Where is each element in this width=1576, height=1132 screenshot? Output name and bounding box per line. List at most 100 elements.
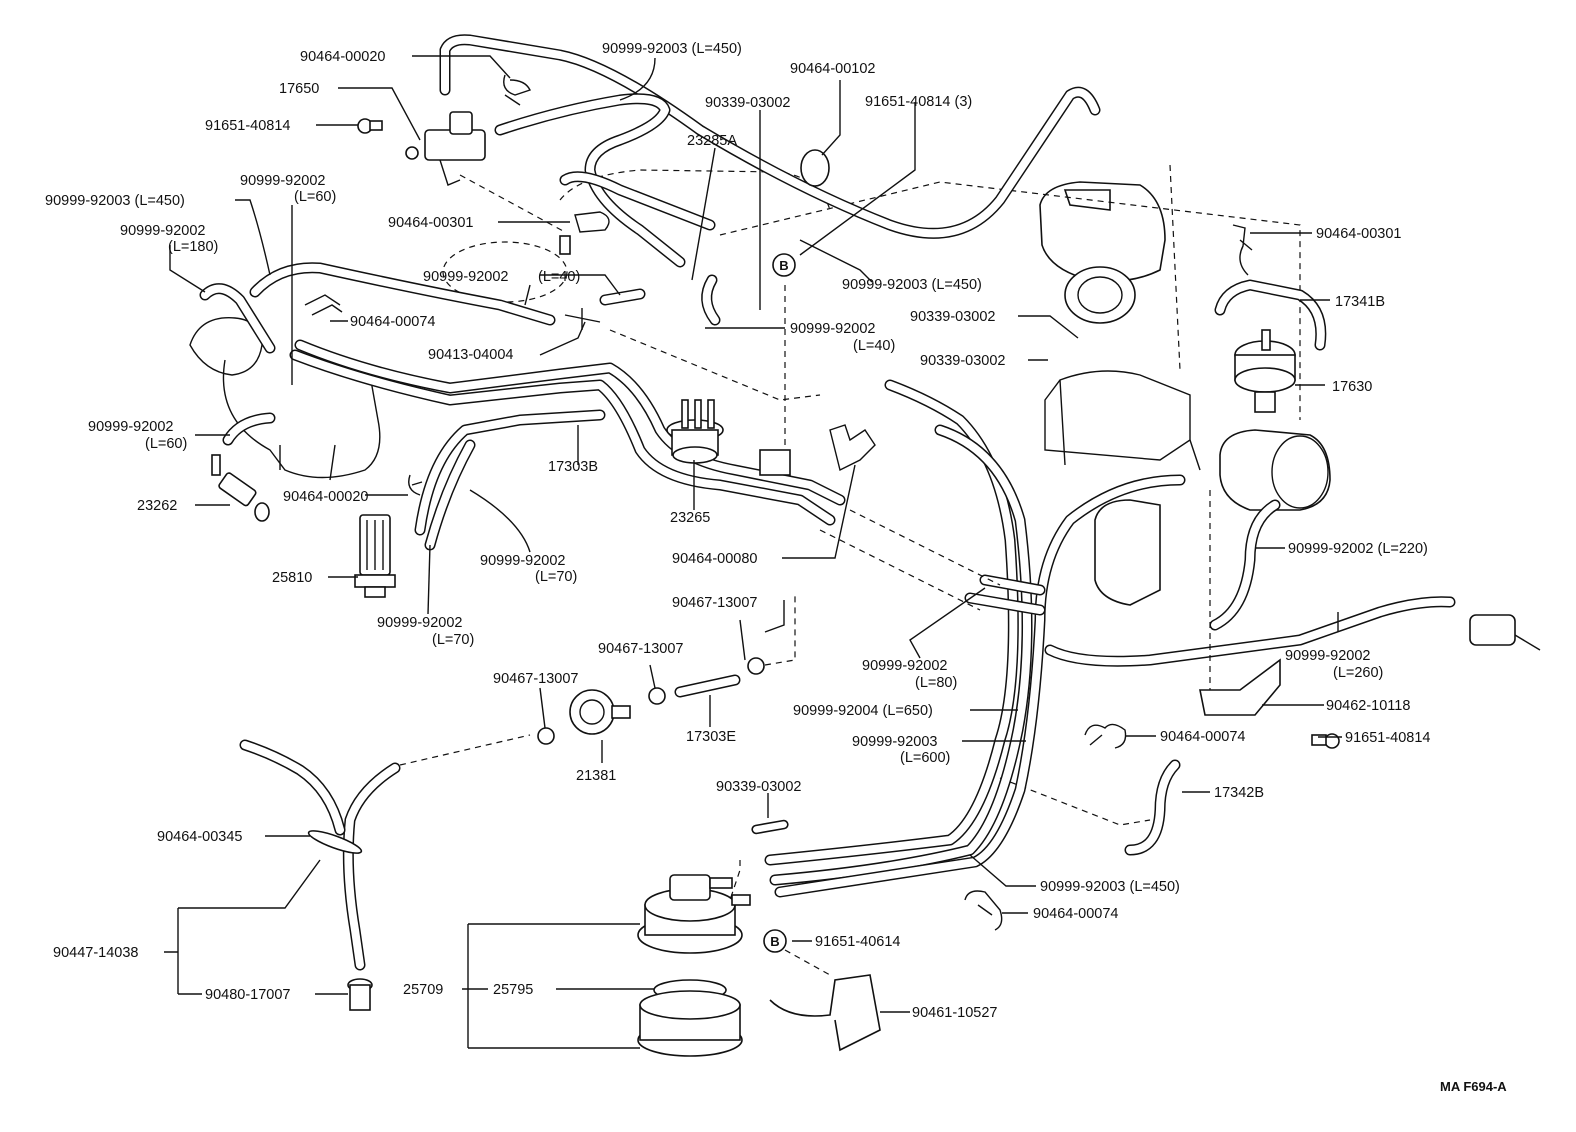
label-90461-10527: 90461-10527	[912, 1005, 997, 1021]
clamp-90467-13007-a-part	[537, 727, 555, 745]
label-91651-40814-3: 91651-40814 (3)	[865, 94, 972, 110]
label-23262: 23262	[137, 498, 177, 514]
label-25709: 25709	[403, 982, 443, 998]
clamp-90467-13007-b-part	[648, 687, 666, 705]
plug-90339-03002-part	[751, 819, 789, 835]
label-90464-00020-top: 90464-00020	[300, 49, 385, 65]
label-25810: 25810	[272, 570, 312, 586]
engine-outline	[189, 164, 1331, 826]
filter-base-part	[637, 990, 743, 1057]
label-90339-03002-mid: 90339-03002	[910, 309, 995, 325]
label-90999-92002-70-a: 90999-92002	[480, 553, 565, 569]
clip-90464-00080-part	[829, 424, 876, 472]
valve-25709-part	[637, 874, 751, 954]
filter-21381-part	[569, 689, 631, 735]
label-23285A: 23285A	[687, 133, 737, 149]
label-23265: 23265	[670, 510, 710, 526]
dashed-connectors	[399, 174, 1211, 976]
label-90999-92002-60-top: 90999-92002	[240, 173, 325, 189]
label-90999-92002-260-length: (L=260)	[1333, 665, 1383, 681]
bolt-91651-40814-right-part	[1311, 733, 1340, 749]
label-90999-92002-60-top-length: (L=60)	[294, 189, 336, 205]
label-90999-92002-180: 90999-92002	[120, 223, 205, 239]
label-90464-00074-left: 90464-00074	[350, 314, 435, 330]
label-90464-00301-left: 90464-00301	[388, 215, 473, 231]
label-90999-92003-450-bottom: 90999-92003 (L=450)	[1040, 879, 1180, 895]
label-17650: 17650	[279, 81, 319, 97]
label-90999-92003-600-length: (L=600)	[900, 750, 950, 766]
vsv-17650-part	[405, 111, 486, 186]
label-90339-03002-top: 90339-03002	[705, 95, 790, 111]
label-90999-92003-450-mid: 90999-92003 (L=450)	[842, 277, 982, 293]
label-90999-92002-40-center-length: (L=40)	[853, 338, 895, 354]
reference-b-bottom: B	[763, 929, 787, 953]
bracket-90462-10118-part	[1199, 658, 1281, 716]
reference-b-top-label: B	[779, 258, 788, 273]
label-17630: 17630	[1332, 379, 1372, 395]
label-91651-40614: 91651-40614	[815, 934, 900, 950]
clamp-90464-00345-part	[307, 830, 363, 854]
label-90999-92002-80-length: (L=80)	[915, 675, 957, 691]
label-90999-92002-40-left: 90999-92002	[423, 269, 508, 285]
vsv-23262-part	[211, 454, 270, 522]
label-90999-92002-40-left-length: (L=40)	[538, 269, 580, 285]
sensor-right-part	[1469, 614, 1541, 651]
label-17303E: 17303E	[686, 729, 736, 745]
clamp-90464-00102-part	[800, 149, 830, 187]
switch-23265-part	[666, 399, 724, 464]
label-90464-00102: 90464-00102	[790, 61, 875, 77]
clip-90464-00301-part	[574, 211, 610, 233]
label-90464-00074-bottom: 90464-00074	[1033, 906, 1118, 922]
label-90339-03002-bottom: 90339-03002	[716, 779, 801, 795]
label-90467-13007-right: 90467-13007	[672, 595, 757, 611]
reference-b-bottom-label: B	[770, 934, 779, 949]
label-90999-92002-60-left: 90999-92002	[88, 419, 173, 435]
label-90999-92004-650: 90999-92004 (L=650)	[793, 703, 933, 719]
label-90999-92002-40-center: 90999-92002	[790, 321, 875, 337]
label-90464-00020-mid: 90464-00020	[283, 489, 368, 505]
label-90999-92002-70-a-length: (L=70)	[535, 569, 577, 585]
label-90462-10118: 90462-10118	[1326, 698, 1410, 714]
clip-90464-00020-part	[503, 74, 531, 106]
label-90467-13007-mid: 90467-13007	[598, 641, 683, 657]
bracket-90461-10527-part	[769, 974, 881, 1052]
label-90464-00074-right: 90464-00074	[1160, 729, 1245, 745]
label-90464-00080: 90464-00080	[672, 551, 757, 567]
tee-90413-04004-part	[564, 308, 601, 330]
part-labels: 90464-00020 17650 91651-40814 90999-9200…	[45, 41, 1507, 1094]
bolt-91651-40814-part	[357, 118, 383, 134]
label-25795: 25795	[493, 982, 533, 998]
label-90339-03002-right: 90339-03002	[920, 353, 1005, 369]
clamp-90467-13007-c-part	[747, 657, 765, 675]
label-90999-92002-70-b: 90999-92002	[377, 615, 462, 631]
label-90999-92003-450-top: 90999-92003 (L=450)	[602, 41, 742, 57]
label-90999-92002-220: 90999-92002 (L=220)	[1288, 541, 1428, 557]
label-21381: 21381	[576, 768, 616, 784]
clip-90464-00301-right-part	[1232, 224, 1253, 276]
label-90464-00301-right: 90464-00301	[1316, 226, 1401, 242]
label-91651-40814-right: 91651-40814	[1345, 730, 1430, 746]
clip-90464-00074-part	[304, 294, 343, 316]
valve-17630-part	[1234, 329, 1296, 413]
label-90999-92002-60-left-length: (L=60)	[145, 436, 187, 452]
filter-25810-part	[354, 514, 396, 598]
label-91651-40814-top: 91651-40814	[205, 118, 290, 134]
label-17341B: 17341B	[1335, 294, 1385, 310]
label-90999-92002-260: 90999-92002	[1285, 648, 1370, 664]
clip-90464-00020-small-part	[408, 474, 423, 496]
label-90480-17007: 90480-17007	[205, 987, 290, 1003]
fitting-90480-17007-part	[347, 978, 373, 1011]
label-90999-92003-600: 90999-92003	[852, 734, 937, 750]
label-17342B: 17342B	[1214, 785, 1264, 801]
label-90999-92002-70-b-length: (L=70)	[432, 632, 474, 648]
label-90464-00345: 90464-00345	[157, 829, 242, 845]
label-90999-92002-180-length: (L=180)	[168, 239, 218, 255]
label-90413-04004: 90413-04004	[428, 347, 513, 363]
label-90467-13007-left: 90467-13007	[493, 671, 578, 687]
label-17303B: 17303B	[548, 459, 598, 475]
label-90447-14038: 90447-14038	[53, 945, 138, 961]
clip-90464-00074-bottom-part	[964, 890, 1003, 931]
components	[211, 74, 1541, 1057]
